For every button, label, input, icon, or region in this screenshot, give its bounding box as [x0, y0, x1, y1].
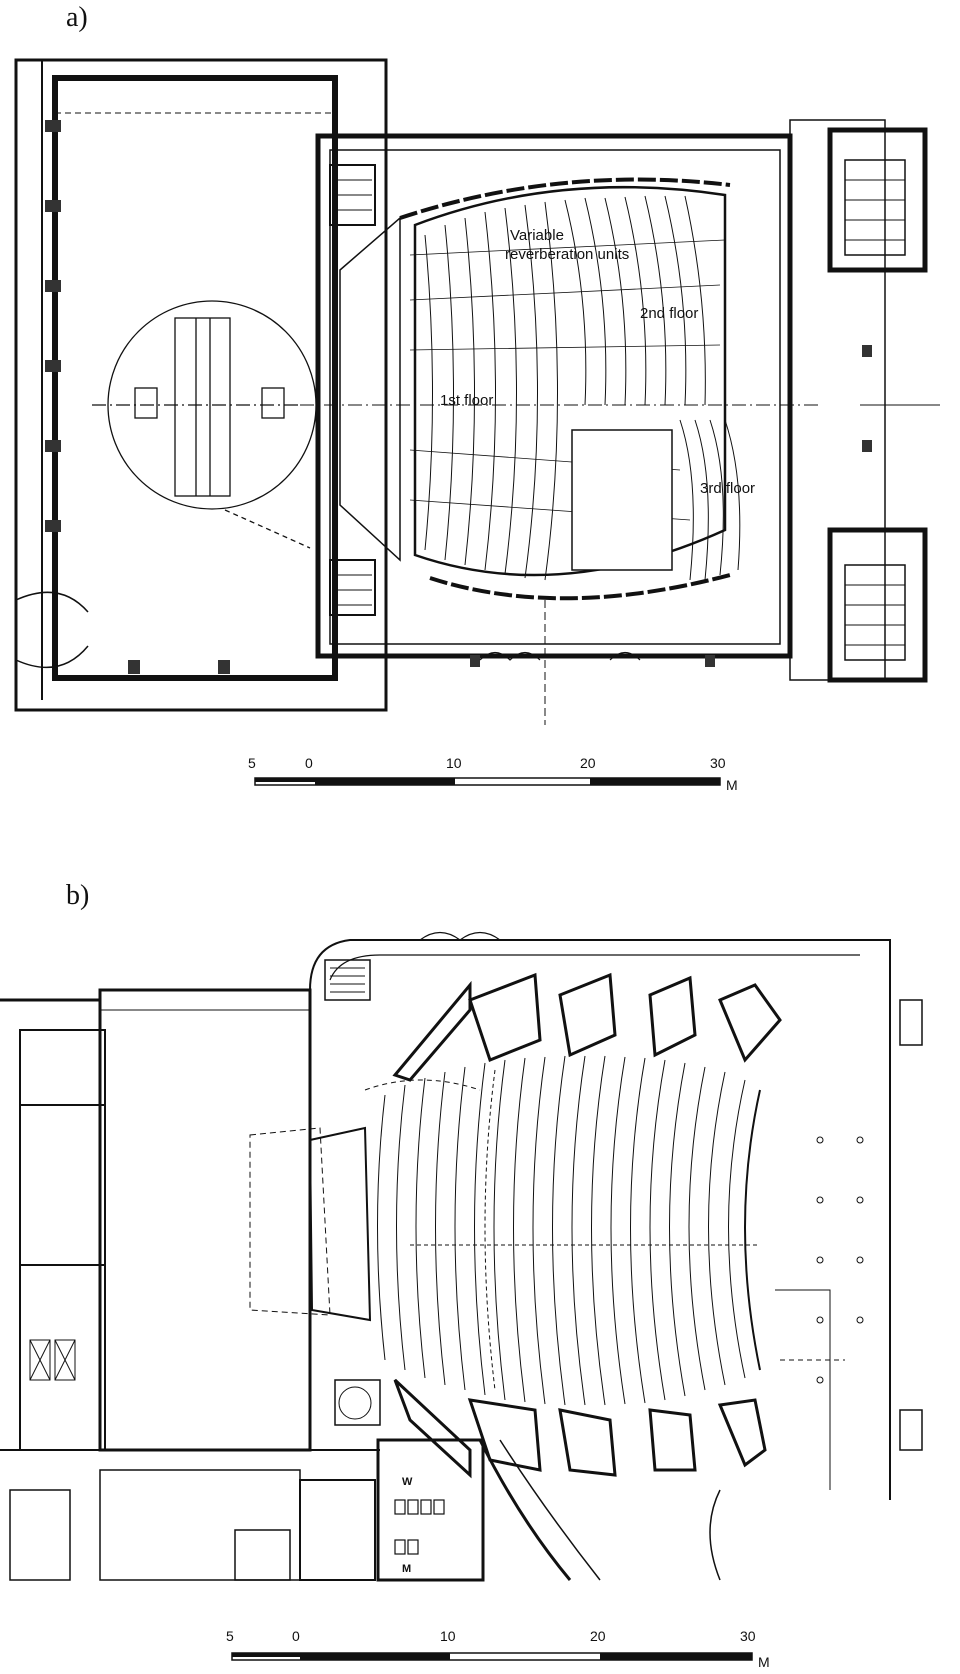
plan-a-label: a): [66, 2, 88, 33]
scale-b-unit: M: [758, 1654, 770, 1670]
scale-a-tick-5: 5: [248, 755, 256, 771]
plan-b-seating: [377, 1055, 761, 1406]
plan-b-scale-bar: 5 0 10 20 30 M: [226, 1628, 770, 1670]
scale-b-tick-20: 20: [590, 1628, 606, 1644]
plan-b-forestage: [249, 1079, 481, 1322]
third-floor-label: 3rd floor: [700, 480, 755, 497]
plan-a-stage-house: [14, 58, 388, 712]
plan-a-labels: Variable reverberation units 2nd floor 1…: [440, 227, 755, 497]
first-floor-label: 1st floor: [440, 392, 493, 409]
plan-b-floor-plan: W M 5 0 10 20 30 M: [0, 931, 923, 1670]
scale-b-tick-30: 30: [740, 1628, 756, 1644]
scale-a-unit: M: [726, 777, 738, 793]
scale-b-tick-0: 0: [292, 1628, 300, 1644]
scale-b-tick-10: 10: [440, 1628, 456, 1644]
plan-a-revolving-stage: [92, 300, 317, 549]
plan-b-service-block: [0, 1438, 721, 1582]
plan-a-floor-plan: Variable reverberation units 2nd floor 1…: [14, 58, 940, 793]
plan-a-seating: [339, 177, 741, 601]
m-restroom-label: M: [402, 1563, 411, 1575]
plan-b-lobby-columns: [775, 1136, 864, 1490]
w-restroom-label: W: [402, 1476, 413, 1488]
reverberation-units-label: reverberation units: [505, 246, 629, 263]
scale-a-tick-30: 30: [710, 755, 726, 771]
plan-a-auditorium-walls: [300, 119, 940, 725]
scale-b-tick-5: 5: [226, 1628, 234, 1644]
variable-label: Variable: [510, 227, 564, 244]
scale-a-tick-20: 20: [580, 755, 596, 771]
scale-a-tick-10: 10: [446, 755, 462, 771]
plan-b-labels: W M: [402, 1476, 413, 1575]
second-floor-label: 2nd floor: [640, 305, 698, 322]
plan-b-label: b): [66, 880, 90, 911]
plan-b-auditorium-walls: [309, 931, 923, 1500]
plan-a-scale-bar: 5 0 10 20 30 M: [248, 755, 738, 793]
plan-b-stage-house: [0, 988, 312, 1452]
scale-a-tick-0: 0: [305, 755, 313, 771]
plan-b-side-towers: [392, 972, 782, 1479]
